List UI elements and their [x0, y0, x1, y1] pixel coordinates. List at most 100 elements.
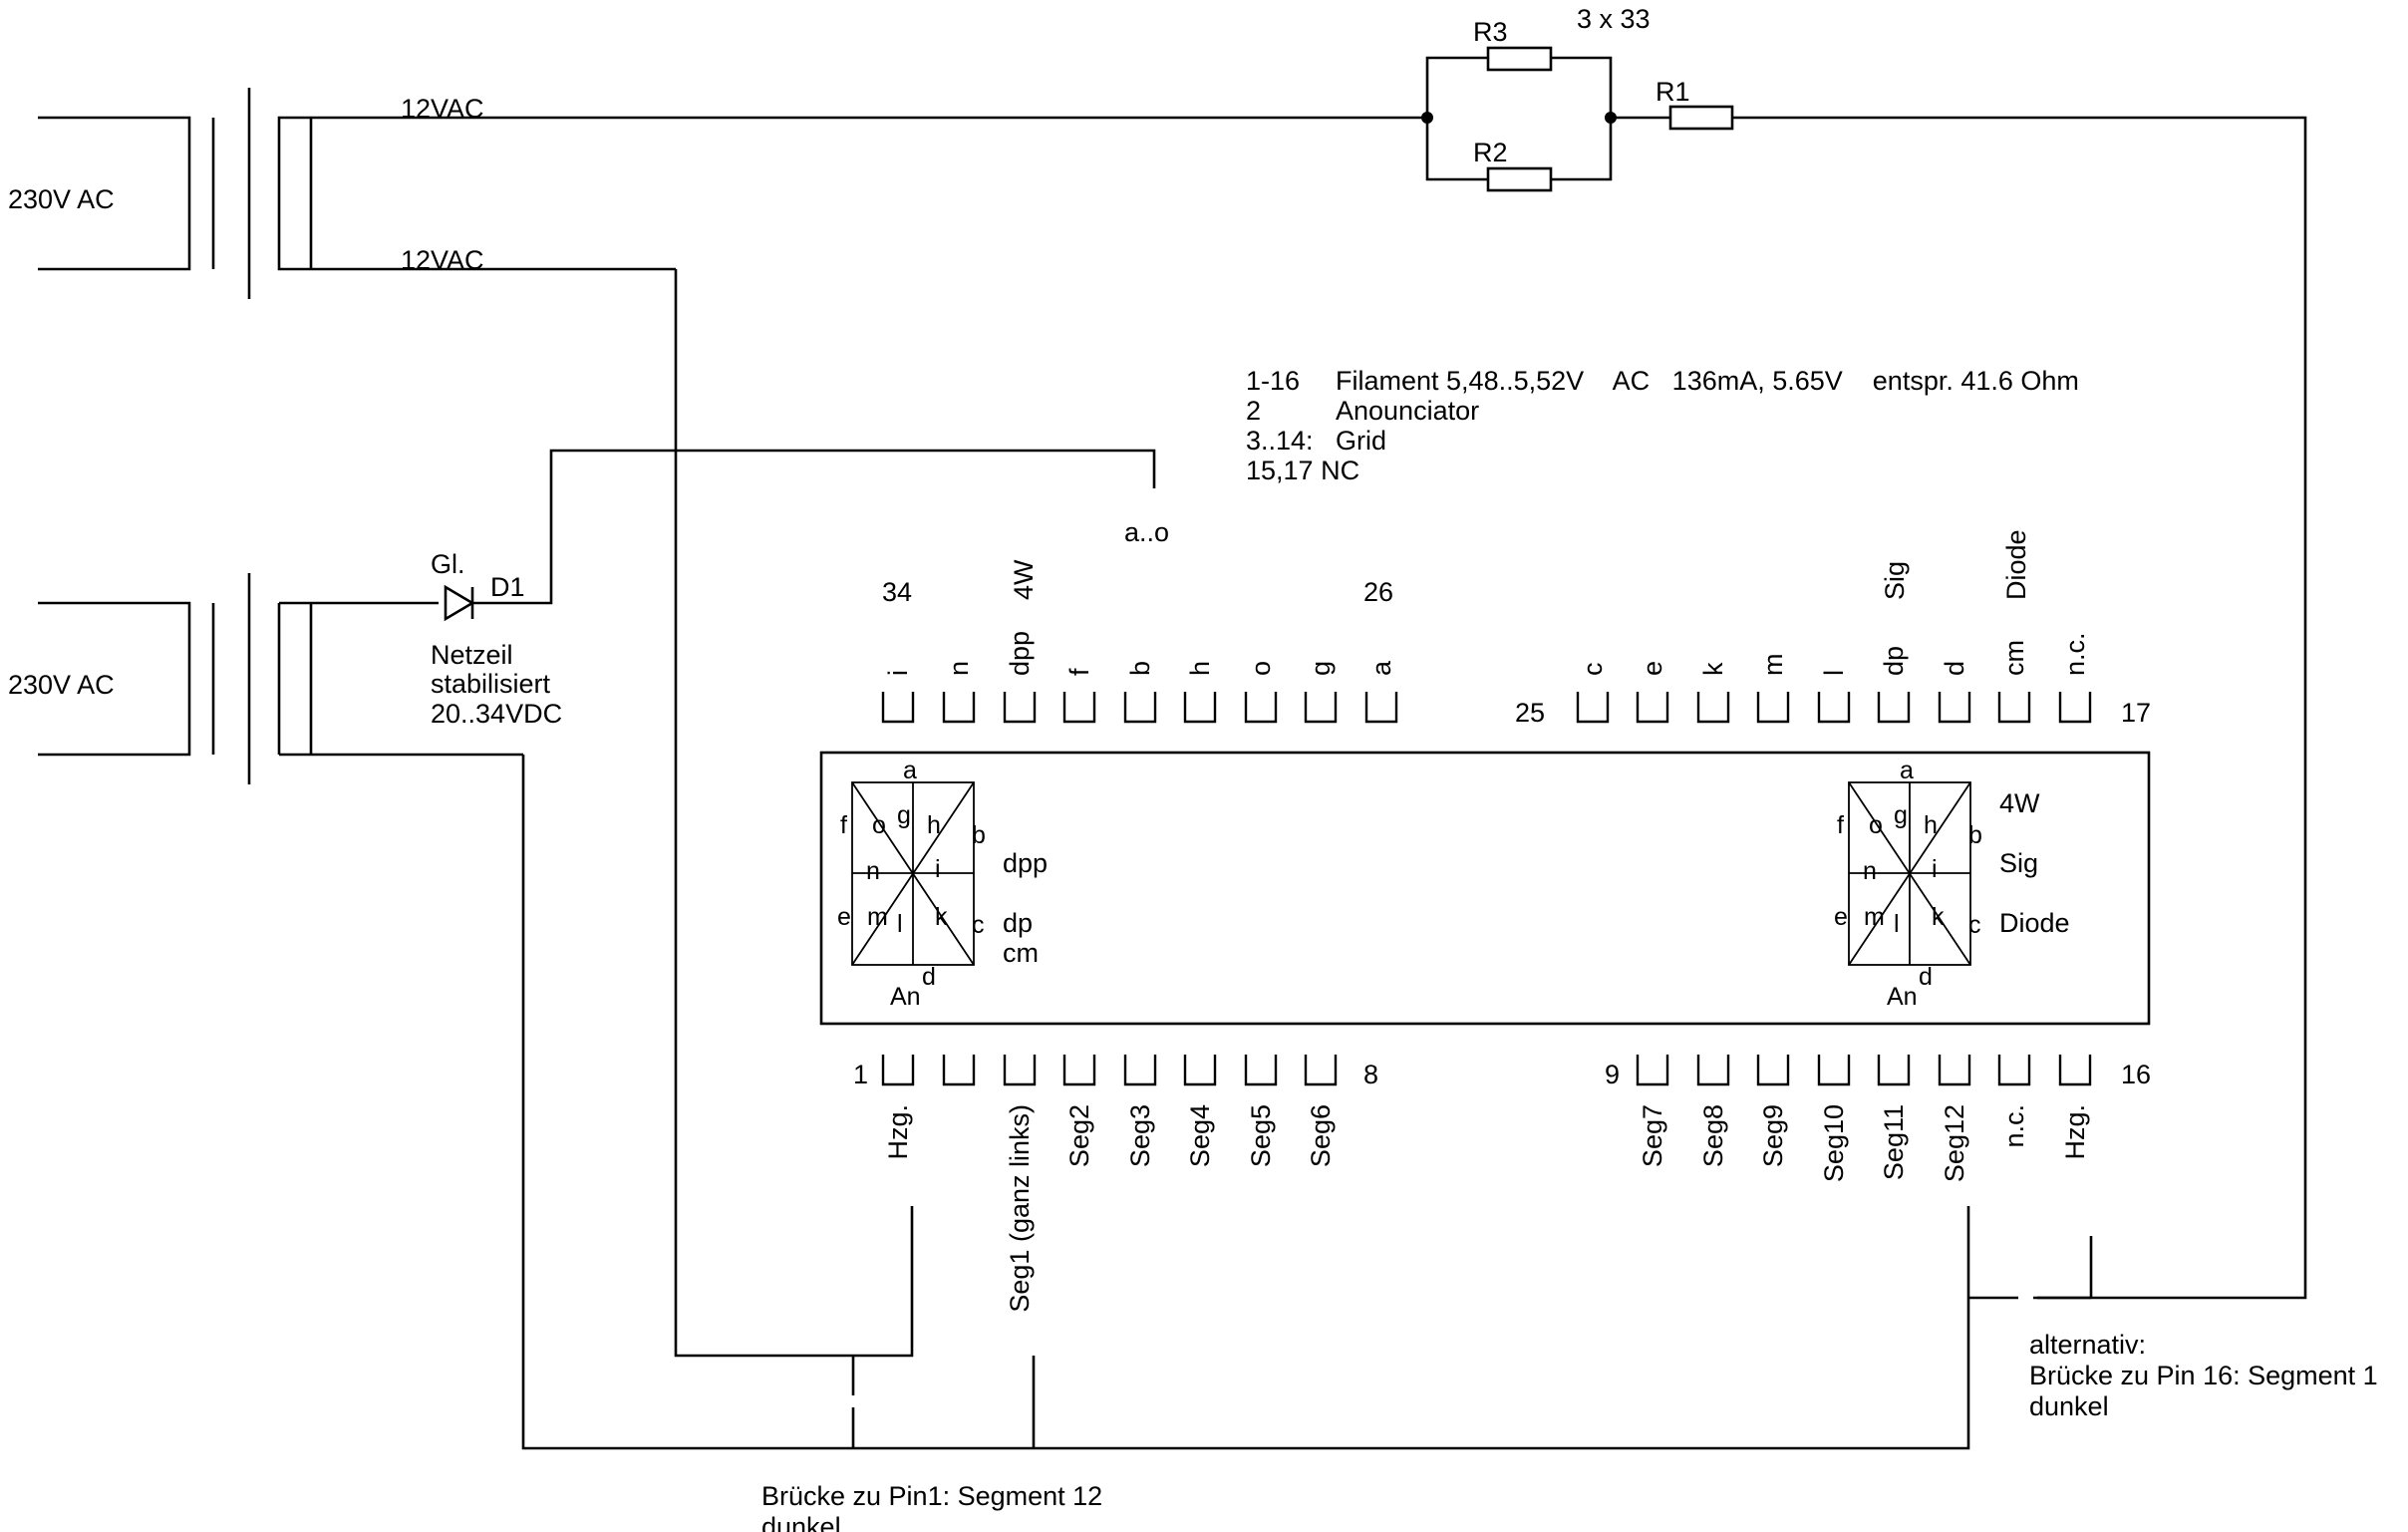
- lower-wiring: [521, 269, 2093, 1450]
- pin-number-16: 16: [2121, 1060, 2151, 1089]
- ao-label: a..o: [1124, 517, 1169, 547]
- digit-right-side-4w: 4W: [1999, 788, 2040, 818]
- bottom-pin-label: Seg4: [1185, 1104, 1215, 1167]
- seg-e: e: [837, 903, 851, 931]
- bottom-pin: [1123, 1055, 1157, 1086]
- pin-extra-diode: Diode: [2001, 529, 2031, 600]
- seg-o: o: [872, 811, 886, 839]
- top-pin-label: l: [1819, 670, 1849, 676]
- bottom-pin: [1244, 1055, 1278, 1086]
- top-pin: [1817, 692, 1851, 724]
- top-pin: [1364, 692, 1398, 724]
- note-num: 15,17 NC: [1246, 456, 1359, 485]
- seg-o: o: [1869, 811, 1883, 839]
- top-pin-label: f: [1064, 668, 1094, 676]
- bottom-pin-label: Seg6: [1306, 1104, 1336, 1167]
- top-pin-label: d: [1940, 661, 1969, 676]
- top-pin-label: dpp: [1005, 631, 1035, 676]
- top-pin: [1183, 692, 1217, 724]
- top-pin-label: n: [944, 661, 974, 676]
- seg-e: e: [1834, 903, 1848, 931]
- bottom-pin-label: Seg1 (ganz links): [1005, 1104, 1035, 1313]
- seg-f: f: [840, 811, 847, 839]
- seg-l: l: [1894, 910, 1900, 938]
- bottom-pin: [1636, 1055, 1669, 1086]
- note-desc: Anounciator: [1336, 396, 1479, 426]
- bottom-pin-label: Seg12: [1940, 1104, 1969, 1182]
- seg-d: d: [922, 963, 936, 991]
- top-pin: [942, 692, 976, 724]
- digit-left-side-dp: dp: [1003, 908, 1033, 938]
- bottom-pin-label: Seg3: [1125, 1104, 1155, 1167]
- bottom-pin-label: Seg9: [1758, 1104, 1788, 1167]
- top-pin: [1696, 692, 1730, 724]
- vac-label-second: 12VAC: [401, 245, 484, 275]
- psu-label-line1: Netzeil: [431, 640, 513, 670]
- bottom-pin-label: n.c.: [1999, 1104, 2029, 1148]
- seg-k: k: [935, 903, 948, 931]
- seg-n: n: [1863, 857, 1877, 885]
- top-pin-label: c: [1578, 663, 1608, 677]
- bottom-pin: [1003, 1055, 1037, 1086]
- top-pin: [1938, 692, 1971, 724]
- bottom-pin-label: Hzg.: [2060, 1104, 2090, 1160]
- transformer-top: [38, 88, 676, 299]
- seg-c: c: [972, 911, 985, 939]
- seg-m: m: [867, 903, 888, 931]
- bottom-pin: [1183, 1055, 1217, 1086]
- digit-left: [851, 781, 975, 966]
- top-pin-label: n.c.: [2060, 632, 2090, 676]
- bottom-pin: [1877, 1055, 1911, 1086]
- bottom-pin: [1696, 1055, 1730, 1086]
- pin-extra-4w: 4W: [1009, 559, 1039, 600]
- seg-b: b: [972, 821, 986, 849]
- seg-g: g: [897, 801, 911, 829]
- seg-b: b: [1968, 821, 1982, 849]
- seg-n: n: [866, 857, 880, 885]
- bottom-pin-label: Seg8: [1698, 1104, 1728, 1167]
- bottom-pin: [942, 1055, 976, 1086]
- diode-d1-label: D1: [490, 572, 525, 602]
- top-pin-label: g: [1306, 661, 1336, 676]
- bottom-pin-label: Hzg.: [883, 1104, 913, 1160]
- note-desc: Grid: [1336, 426, 1386, 456]
- r2-label: R2: [1473, 138, 1508, 167]
- r1-label: R1: [1656, 77, 1690, 107]
- top-pin-label: i: [883, 670, 913, 676]
- bottom-pin-label: Seg2: [1064, 1104, 1094, 1167]
- pin-extra-sig: Sig: [1880, 561, 1910, 600]
- top-pin-label: m: [1758, 654, 1788, 677]
- pin-number-8: 8: [1363, 1060, 1378, 1089]
- top-pin: [881, 692, 915, 724]
- bottom-pin: [881, 1055, 915, 1086]
- diode-d1: [444, 449, 1156, 622]
- top-pin-label: k: [1698, 662, 1728, 676]
- seg-l: l: [897, 910, 903, 938]
- bottom-pin: [1304, 1055, 1338, 1086]
- seg-i: i: [935, 855, 941, 883]
- ac-input-label-top: 230V AC: [8, 184, 115, 214]
- bottom-pin: [1756, 1055, 1790, 1086]
- seg-a: a: [903, 757, 917, 784]
- note-num: 1-16: [1246, 366, 1300, 396]
- seg-h: h: [1924, 811, 1938, 839]
- diode-gl-label: Gl.: [431, 549, 465, 579]
- filament-notes: 1-16 Filament 5,48..5,52V AC 136mA, 5.65…: [1246, 366, 2079, 485]
- bottom-pin: [1817, 1055, 1851, 1086]
- top-pin: [1244, 692, 1278, 724]
- alt-note-line1: alternativ:: [2029, 1330, 2146, 1360]
- digit-right-side-sig: Sig: [1999, 848, 2038, 878]
- transformer-bottom: [38, 573, 523, 784]
- pin-number-34: 34: [882, 577, 912, 607]
- seg-an: An: [1887, 983, 1918, 1011]
- top-pin: [1304, 692, 1338, 724]
- top-pin: [1756, 692, 1790, 724]
- ac-input-label-bottom: 230V AC: [8, 670, 115, 700]
- psu-label-line2: stabilisiert: [431, 669, 551, 699]
- seg-f: f: [1837, 811, 1844, 839]
- bottom-pin-label: Seg11: [1879, 1104, 1909, 1180]
- digit-right-side-diode: Diode: [1999, 908, 2070, 938]
- seg-k: k: [1932, 903, 1945, 931]
- top-pin: [1636, 692, 1669, 724]
